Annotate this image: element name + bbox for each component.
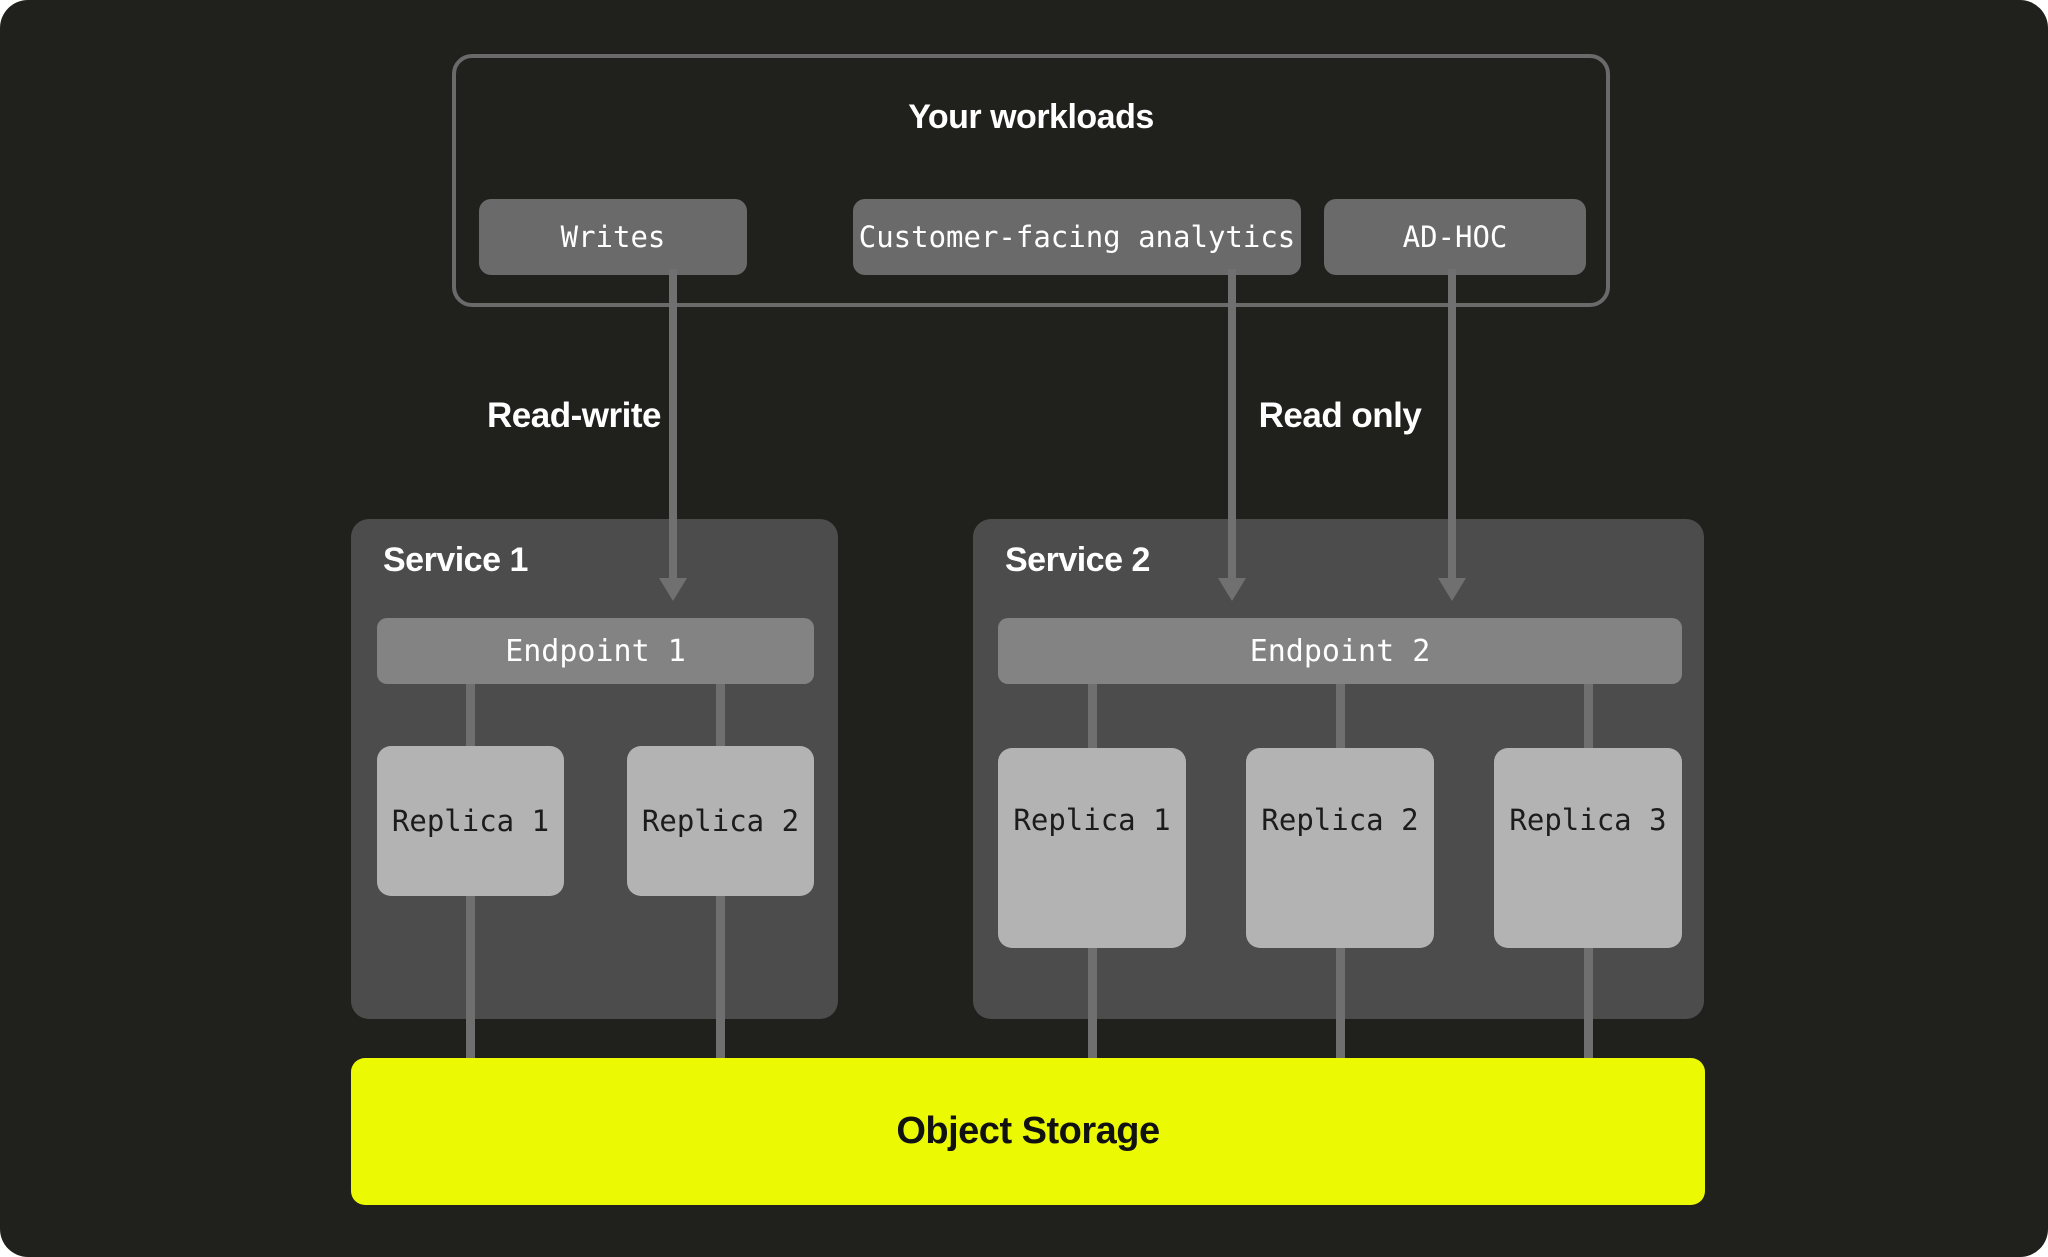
replica-label: Replica 2 <box>1261 803 1419 837</box>
connector-adhoc-to-endpoint2 <box>1448 269 1456 578</box>
service1-replica1-box: Replica 1 <box>377 746 564 896</box>
service2-replica2-box: Replica 2 <box>1246 748 1434 948</box>
workload-node-label: Writes <box>560 220 666 254</box>
workloads-title: Your workloads <box>908 98 1154 136</box>
workload-node-customer-facing-analytics: Customer-facing analytics <box>853 199 1301 275</box>
arrow-down-icon <box>1438 578 1466 601</box>
workload-node-label: AD-HOC <box>1402 220 1508 254</box>
workload-node-label: Customer-facing analytics <box>858 220 1296 254</box>
replica-label: Replica 1 <box>1013 803 1171 837</box>
endpoint1-label: Endpoint 1 <box>505 633 686 669</box>
arrow-down-icon <box>659 578 687 601</box>
endpoint1-bar: Endpoint 1 <box>377 618 814 684</box>
service2-replica3-box: Replica 3 <box>1494 748 1682 948</box>
arrow-down-icon <box>1218 578 1246 601</box>
connector-analytics-to-endpoint2 <box>1228 269 1236 578</box>
edge-label-read-write: Read-write <box>487 396 661 435</box>
workloads-group-box: Your workloads Writes Customer-facing an… <box>452 54 1610 307</box>
object-storage-bar: Object Storage <box>351 1058 1705 1205</box>
object-storage-label: Object Storage <box>896 1110 1160 1152</box>
service1-replica2-box: Replica 2 <box>627 746 814 896</box>
connector-writes-to-endpoint1 <box>669 269 677 578</box>
service2-replica1-box: Replica 1 <box>998 748 1186 948</box>
endpoint2-bar: Endpoint 2 <box>998 618 1682 684</box>
workload-node-ad-hoc: AD-HOC <box>1324 199 1586 275</box>
replica-label: Replica 3 <box>1509 803 1667 837</box>
service1-title: Service 1 <box>383 541 528 579</box>
replica-label: Replica 1 <box>391 804 550 838</box>
replica-label: Replica 2 <box>641 804 800 838</box>
edge-label-read-only: Read only <box>1258 396 1422 435</box>
service2-title: Service 2 <box>1005 541 1150 579</box>
endpoint2-label: Endpoint 2 <box>1249 633 1431 669</box>
workload-node-writes: Writes <box>479 199 747 275</box>
